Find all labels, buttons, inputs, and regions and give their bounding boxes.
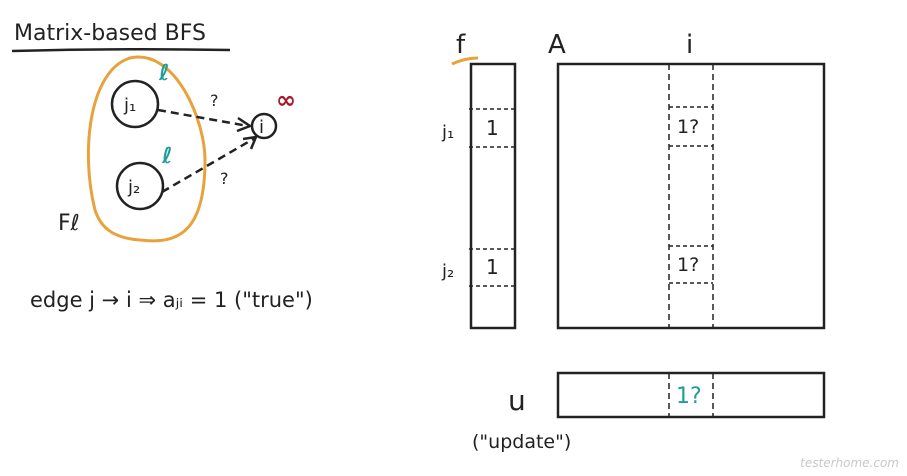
node-j2-label: j₂ bbox=[127, 177, 140, 198]
vector-u-label: u bbox=[508, 384, 526, 417]
edge-question-2: ? bbox=[220, 169, 229, 188]
vector-f-underline bbox=[451, 56, 479, 66]
vector-f-label: f bbox=[456, 30, 466, 60]
vector-f-value-1: 1 bbox=[486, 116, 499, 140]
frontier-outline bbox=[86, 55, 207, 243]
edge-j1-arrowhead bbox=[236, 116, 253, 133]
matrix-cell-2: 1? bbox=[677, 254, 699, 276]
edge-rule: edge j → i ⇒ aⱼᵢ = 1 ("true") bbox=[30, 288, 313, 312]
vector-f-value-2: 1 bbox=[486, 255, 499, 279]
level-mark-1: ℓ bbox=[158, 61, 169, 86]
frontier-set-label: Fℓ bbox=[58, 211, 80, 236]
row-label-j2: j₂ bbox=[441, 261, 454, 282]
title-underline bbox=[11, 47, 231, 53]
matrix-cell-1: 1? bbox=[677, 116, 699, 138]
column-label-i: i bbox=[686, 30, 693, 60]
edge-j1-to-i bbox=[157, 108, 249, 128]
level-mark-2: ℓ bbox=[161, 144, 172, 169]
edge-j2-to-i bbox=[161, 136, 256, 194]
watermark: testerhome.com bbox=[800, 456, 899, 470]
infinity-mark: ∞ bbox=[276, 86, 296, 114]
vector-u bbox=[556, 371, 826, 419]
row-label-j1: j₁ bbox=[441, 122, 454, 143]
vector-u-caption: ("update") bbox=[472, 431, 571, 453]
matrix-a-label: A bbox=[548, 30, 566, 60]
node-j1 bbox=[110, 79, 160, 129]
vector-u-cell: 1? bbox=[676, 384, 702, 409]
matrix-a bbox=[556, 62, 826, 330]
title: Matrix-based BFS bbox=[14, 21, 206, 46]
node-i-label: i bbox=[259, 117, 264, 138]
edge-j2-arrowhead bbox=[242, 135, 259, 150]
vector-f bbox=[469, 62, 517, 330]
node-j1-label: j₁ bbox=[123, 95, 136, 116]
node-j2 bbox=[115, 161, 165, 211]
edge-question-1: ? bbox=[210, 91, 219, 110]
